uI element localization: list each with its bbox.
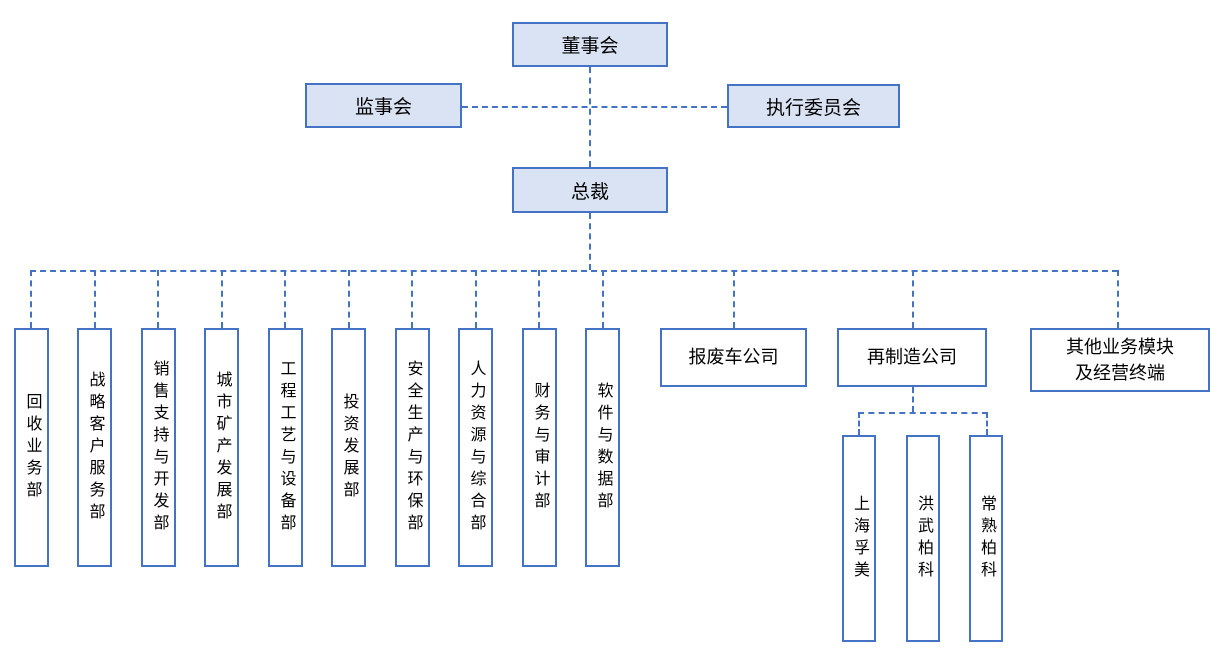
node-company-scrap-car: 报废车公司 [660,328,807,387]
connector-president-to-bus [589,213,591,270]
connector-drop-dept-5 [284,270,286,328]
node-sub-changshu-baike: 常熟柏科 [969,435,1003,642]
node-dept-engineering-equipment: 工程工艺与设备部 [268,328,303,567]
node-company-other-business-modules: 其他业务模块 及经营终端 [1030,328,1210,392]
connector-drop-other-business [1117,270,1119,328]
node-company-remanufacturing-label: 再制造公司 [867,347,957,368]
node-dept-hr-general: 人力资源与综合部 [458,328,493,567]
connector-drop-dept-6 [348,270,350,328]
node-dept-engineering-equipment-label: 工程工艺与设备部 [277,359,295,536]
connector-drop-dept-9 [538,270,540,328]
node-dept-investment-development: 投资发展部 [331,328,366,567]
node-supervisory-board: 监事会 [305,83,462,128]
node-sub-changshu-baike-label: 常熟柏科 [978,494,995,583]
node-sub-shanghai-fumei: 上海孚美 [842,435,876,642]
connector-drop-dept-7 [411,270,413,328]
connector-drop-dept-2 [94,270,96,328]
connector-drop-sub-1 [858,412,860,435]
node-supervisory-board-label: 监事会 [354,97,412,118]
node-sub-hongwu-baike: 洪武柏科 [906,435,940,642]
node-board-of-directors-label: 董事会 [561,36,619,57]
node-dept-safety-environment: 安全生产与环保部 [395,328,430,567]
connector-drop-sub-3 [986,412,988,435]
connector-main-bus [30,270,1118,272]
node-president-label: 总裁 [570,181,609,203]
node-dept-finance-audit-label: 财务与审计部 [531,381,549,514]
node-executive-committee: 执行委员会 [727,84,900,128]
node-dept-strategic-customer-service: 战略客户服务部 [77,328,112,567]
node-dept-urban-mining: 城市矿产发展部 [204,328,239,567]
node-dept-software-data: 软件与数据部 [585,328,620,567]
node-dept-safety-environment-label: 安全生产与环保部 [404,359,422,536]
node-company-other-business-modules-label: 其他业务模块 及经营终端 [1066,336,1174,383]
node-dept-software-data-label: 软件与数据部 [594,381,612,514]
node-board-of-directors: 董事会 [512,22,668,67]
node-dept-sales-support-development: 销售支持与开发部 [141,328,176,567]
node-dept-recycling: 回收业务部 [14,328,49,567]
connector-drop-dept-4 [221,270,223,328]
node-dept-sales-support-development-label: 销售支持与开发部 [150,359,168,536]
node-president: 总裁 [512,167,668,213]
node-dept-hr-general-label: 人力资源与综合部 [467,359,485,536]
connector-drop-dept-8 [475,270,477,328]
node-company-scrap-car-label: 报废车公司 [688,347,779,368]
node-dept-finance-audit: 财务与审计部 [522,328,557,567]
node-sub-shanghai-fumei-label: 上海孚美 [851,494,868,583]
connector-drop-dept-1 [30,270,32,328]
connector-drop-dept-10 [602,270,604,328]
connector-drop-dept-3 [157,270,159,328]
node-dept-investment-development-label: 投资发展部 [340,392,358,503]
connector-subs-bus [858,412,988,414]
node-sub-hongwu-baike-label: 洪武柏科 [915,494,932,583]
node-company-remanufacturing: 再制造公司 [837,328,987,387]
connector-remanufacturing-to-subs [912,387,914,412]
connector-supervisory-executive [462,106,727,108]
connector-board-to-president [589,67,591,167]
connector-drop-remanufacturing [912,270,914,328]
node-executive-committee-label: 执行委员会 [765,97,861,119]
connector-drop-scrap-car [733,270,735,328]
node-dept-strategic-customer-service-label: 战略客户服务部 [86,370,104,525]
node-dept-recycling-label: 回收业务部 [23,392,41,503]
node-dept-urban-mining-label: 城市矿产发展部 [213,370,231,525]
